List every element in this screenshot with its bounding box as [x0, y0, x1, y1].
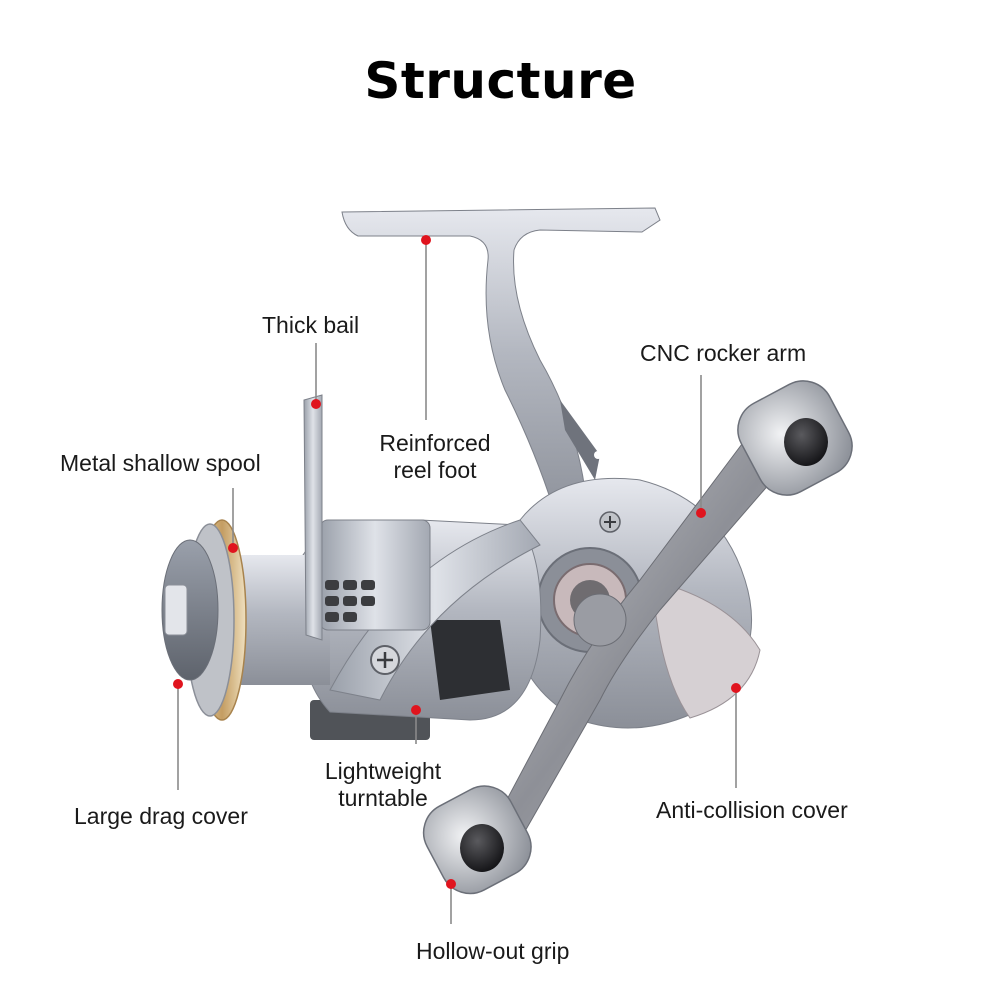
label-lightweight-turntable: Lightweight turntable [308, 758, 458, 812]
marker-large-drag-cover [173, 679, 183, 689]
label-reinforced-reel-foot-line2: reel foot [393, 457, 477, 483]
marker-anti-collision-cover [731, 683, 741, 693]
marker-metal-shallow-spool [228, 543, 238, 553]
label-metal-shallow-spool: Metal shallow spool [60, 450, 261, 476]
marker-hollow-out-grip [446, 879, 456, 889]
label-lightweight-turntable-line2: turntable [338, 785, 428, 811]
upper-knob-shape [737, 380, 853, 496]
page-title: Structure [364, 52, 637, 110]
label-reinforced-reel-foot-line1: Reinforced [379, 430, 491, 456]
marker-lightweight-turntable [411, 705, 421, 715]
leader-lines [177, 240, 737, 924]
label-thick-bail: Thick bail [262, 312, 360, 338]
label-reinforced-reel-foot: Reinforced reel foot [360, 430, 510, 484]
marker-reel-foot [421, 235, 431, 245]
label-hollow-out-grip: Hollow-out grip [416, 938, 570, 964]
lower-knob-shape [422, 785, 532, 895]
marker-cnc-rocker-arm [696, 508, 706, 518]
label-large-drag-cover: Large drag cover [74, 803, 248, 829]
drag-cover-shape [161, 539, 219, 681]
label-cnc-rocker-arm: CNC rocker arm [640, 340, 807, 366]
bail-wire-shape [303, 394, 323, 641]
label-anti-collision-cover: Anti-collision cover [656, 797, 848, 823]
label-lightweight-turntable-line1: Lightweight [324, 758, 442, 784]
marker-thick-bail [311, 399, 321, 409]
